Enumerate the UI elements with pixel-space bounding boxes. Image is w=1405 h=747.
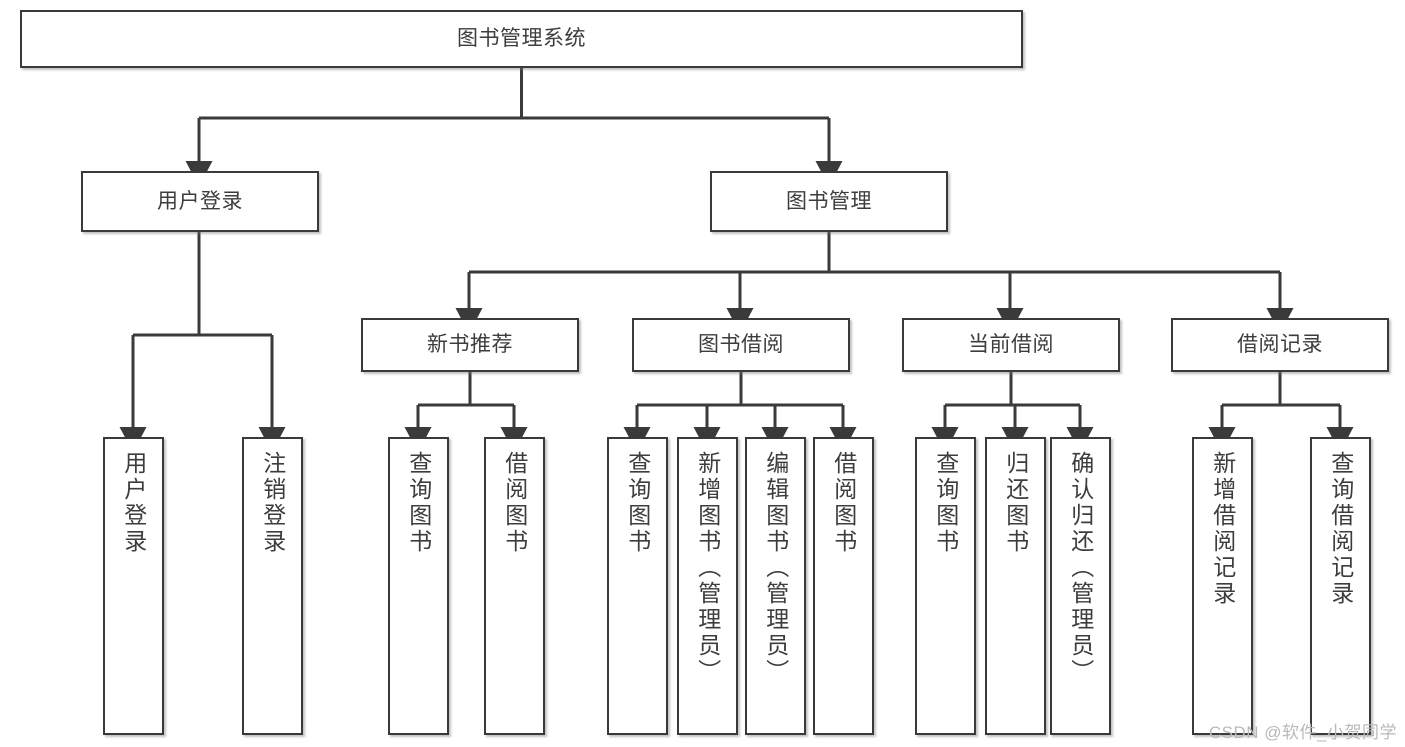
node-label-borrow-record: 借阅记录 — [1237, 333, 1323, 357]
node-book-borrow[interactable]: 图书借阅 — [632, 318, 850, 372]
node-label-leaf-borrow-1: 借阅图书 — [501, 451, 528, 555]
node-label-book-borrow: 图书借阅 — [698, 333, 784, 357]
node-leaf-borrow-2[interactable]: 借阅图书 — [813, 437, 874, 735]
node-label-leaf-query-2: 查询图书 — [624, 451, 651, 555]
node-user-login[interactable]: 用户登录 — [81, 171, 319, 232]
node-label-leaf-add-book: 新增图书（管理员） — [694, 451, 721, 685]
node-leaf-query-2[interactable]: 查询图书 — [607, 437, 668, 735]
node-leaf-query-3[interactable]: 查询图书 — [915, 437, 976, 735]
node-leaf-edit-book[interactable]: 编辑图书（管理员） — [745, 437, 806, 735]
node-borrow-record[interactable]: 借阅记录 — [1171, 318, 1389, 372]
node-label-leaf-query-3: 查询图书 — [932, 451, 959, 555]
node-label-leaf-logout: 注销登录 — [259, 451, 286, 555]
node-book-manage[interactable]: 图书管理 — [710, 171, 948, 232]
csdn-watermark: CSDN @软件_小贺同学 — [1208, 723, 1397, 742]
node-current-borrow[interactable]: 当前借阅 — [902, 318, 1120, 372]
node-label-book-manage: 图书管理 — [786, 189, 872, 213]
node-leaf-return[interactable]: 归还图书 — [985, 437, 1046, 735]
node-new-book-rec[interactable]: 新书推荐 — [361, 318, 579, 372]
node-label-root: 图书管理系统 — [457, 27, 586, 51]
node-label-user-login: 用户登录 — [157, 189, 243, 213]
node-label-current-borrow: 当前借阅 — [968, 333, 1054, 357]
node-label-leaf-borrow-2: 借阅图书 — [830, 451, 857, 555]
node-leaf-add-book[interactable]: 新增图书（管理员） — [677, 437, 738, 735]
node-label-leaf-return: 归还图书 — [1002, 451, 1029, 555]
node-root[interactable]: 图书管理系统 — [20, 10, 1023, 68]
node-label-leaf-add-record: 新增借阅记录 — [1209, 451, 1236, 607]
node-label-leaf-user-login: 用户登录 — [120, 451, 147, 555]
node-leaf-logout[interactable]: 注销登录 — [242, 437, 303, 735]
node-label-leaf-query-1: 查询图书 — [405, 451, 432, 555]
node-leaf-user-login[interactable]: 用户登录 — [103, 437, 164, 735]
node-label-leaf-query-rec: 查询借阅记录 — [1327, 451, 1354, 607]
node-leaf-borrow-1[interactable]: 借阅图书 — [484, 437, 545, 735]
node-leaf-add-record[interactable]: 新增借阅记录 — [1192, 437, 1253, 735]
node-label-new-book-rec: 新书推荐 — [427, 333, 513, 357]
node-leaf-confirm[interactable]: 确认归还（管理员） — [1050, 437, 1111, 735]
node-leaf-query-rec[interactable]: 查询借阅记录 — [1310, 437, 1371, 735]
node-leaf-query-1[interactable]: 查询图书 — [388, 437, 449, 735]
node-label-leaf-edit-book: 编辑图书（管理员） — [762, 451, 789, 685]
node-label-leaf-confirm: 确认归还（管理员） — [1067, 451, 1094, 685]
